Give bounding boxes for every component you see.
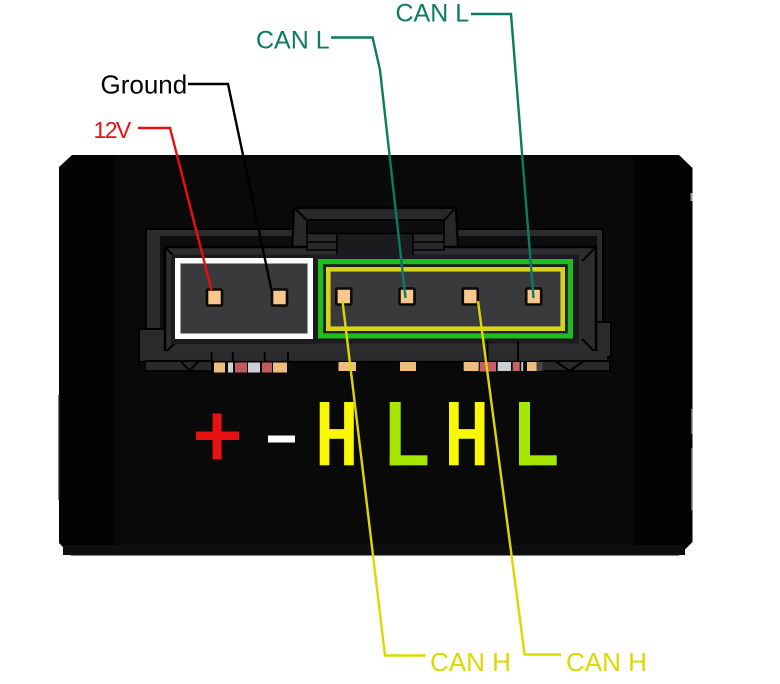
svg-text:Ground: Ground bbox=[101, 70, 188, 100]
svg-text:12V: 12V bbox=[94, 117, 132, 143]
svg-text:CAN H: CAN H bbox=[430, 647, 511, 677]
svg-text:CAN L: CAN L bbox=[256, 27, 330, 55]
svg-text:CAN H: CAN H bbox=[566, 647, 647, 677]
svg-text:CAN L: CAN L bbox=[396, 0, 470, 28]
